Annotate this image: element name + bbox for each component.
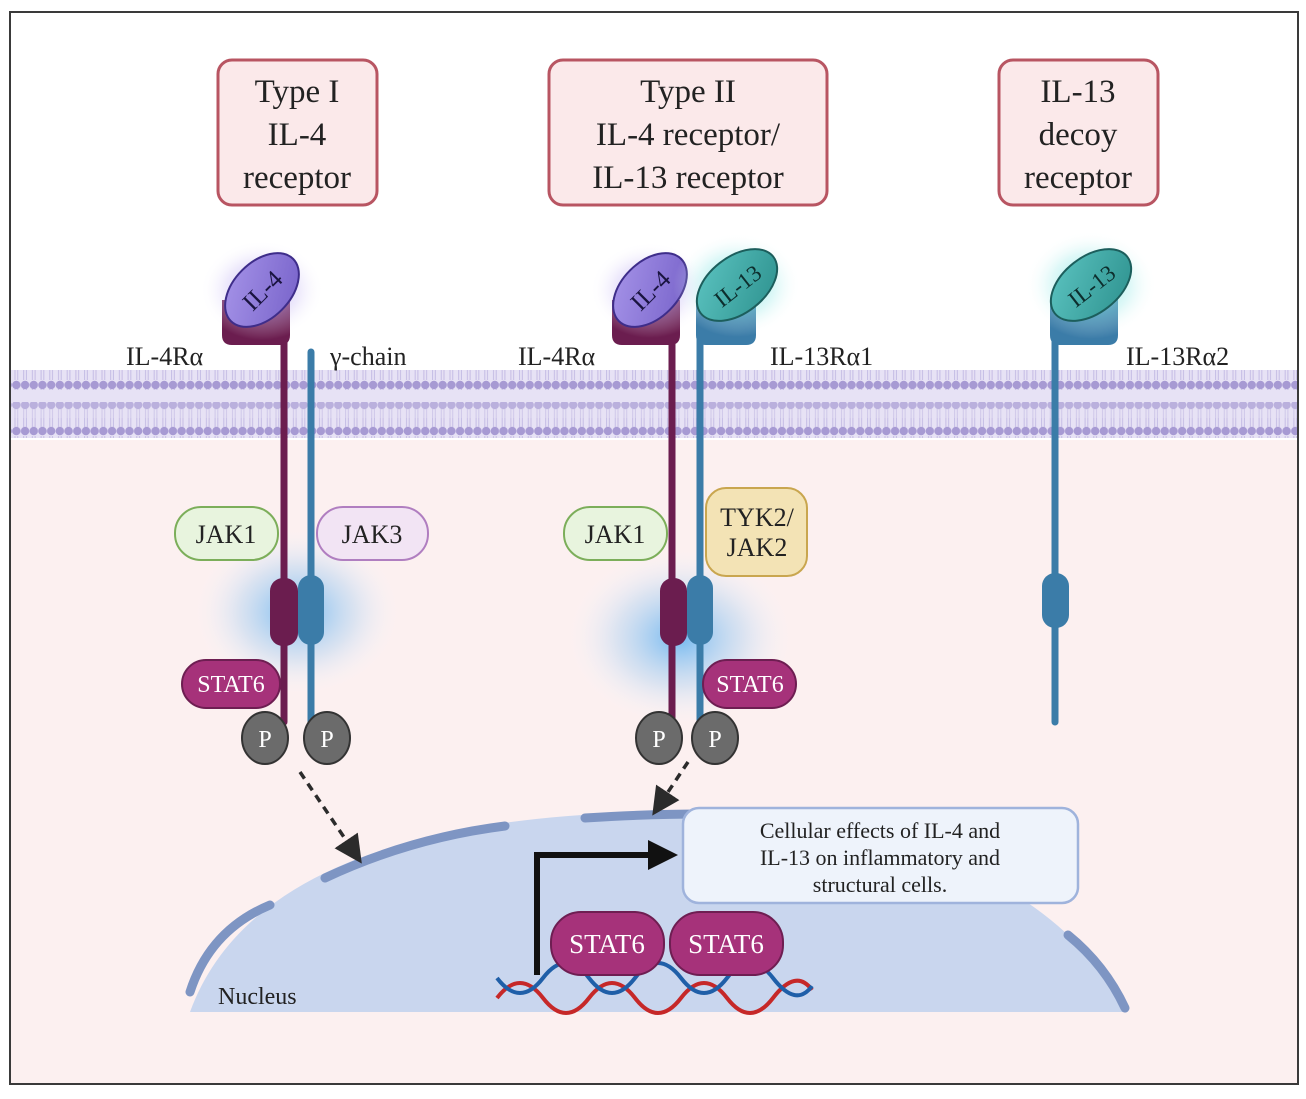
- svg-text:JAK3: JAK3: [342, 520, 403, 549]
- nuclear-envelope-segment: [1063, 930, 1130, 1013]
- gamma-chain-label: γ-chain: [329, 342, 406, 371]
- svg-text:STAT6: STAT6: [197, 672, 264, 698]
- stat6-type2: STAT6: [702, 659, 797, 709]
- phospho-p1: P: [241, 711, 289, 765]
- nuclear-envelope-segment: [320, 821, 510, 883]
- translocation-arrow: [298, 771, 362, 864]
- header-decoy-receptor: IL-13 decoy receptor: [997, 58, 1160, 207]
- svg-text:TYK2/: TYK2/: [720, 503, 794, 532]
- svg-text:decoy: decoy: [1039, 117, 1118, 153]
- cell-membrane: [11, 370, 1297, 438]
- svg-text:structural cells.: structural cells.: [813, 872, 947, 897]
- stat6-type1: STAT6: [181, 659, 281, 709]
- il13-ligand-type2: IL-13: [695, 248, 779, 322]
- svg-text:JAK1: JAK1: [585, 520, 646, 549]
- svg-text:Cellular effects of IL-4 and: Cellular effects of IL-4 and: [760, 818, 1000, 843]
- il4ra-label-type2: IL-4Rα: [518, 342, 596, 371]
- svg-text:P: P: [320, 727, 333, 753]
- svg-text:JAK2: JAK2: [727, 533, 788, 562]
- header-type1-receptor: Type I IL-4 receptor: [216, 58, 379, 207]
- jak1-type1: JAK1: [174, 506, 279, 561]
- svg-text:IL-4 receptor/: IL-4 receptor/: [596, 117, 781, 153]
- il4-ligand-type1: IL-4: [224, 252, 300, 328]
- svg-text:P: P: [708, 727, 721, 753]
- phospho-p4: P: [691, 711, 739, 765]
- nuclear-envelope-segment: [580, 809, 705, 823]
- phospho-p2: P: [303, 711, 351, 765]
- svg-text:P: P: [258, 727, 271, 753]
- svg-text:IL-13 on inflammatory and: IL-13 on inflammatory and: [760, 845, 1000, 870]
- transcription-arrow: [534, 840, 678, 975]
- svg-text:STAT6: STAT6: [688, 929, 764, 959]
- svg-text:STAT6: STAT6: [716, 672, 783, 698]
- il13ra2-label: IL-13Rα2: [1126, 342, 1229, 371]
- il13ra1-label: IL-13Rα1: [770, 342, 873, 371]
- svg-text:IL-4: IL-4: [268, 117, 327, 153]
- jak1-type2: JAK1: [563, 506, 668, 561]
- tyk2-jak2: TYK2/ JAK2: [705, 487, 808, 577]
- nucleus-label: Nucleus: [218, 984, 297, 1010]
- svg-text:JAK1: JAK1: [196, 520, 257, 549]
- svg-text:receptor: receptor: [1024, 160, 1132, 196]
- phospho-p3: P: [635, 711, 683, 765]
- svg-text:Type I: Type I: [255, 74, 340, 110]
- gamma-chain: [298, 348, 324, 726]
- svg-text:IL-13 receptor: IL-13 receptor: [592, 160, 783, 196]
- stat6-dimer-b: STAT6: [669, 911, 784, 976]
- svg-text:STAT6: STAT6: [569, 929, 645, 959]
- translocation-arrow: [652, 761, 690, 816]
- svg-text:receptor: receptor: [243, 160, 351, 196]
- nuclear-envelope-segment: [185, 900, 275, 997]
- stat6-dimer-a: STAT6: [550, 911, 665, 976]
- il4-ligand-type2: IL-4: [612, 252, 688, 328]
- svg-text:P: P: [652, 727, 665, 753]
- svg-text:Type II: Type II: [640, 74, 736, 110]
- cellular-effects-box: Cellular effects of IL-4 and IL-13 on in…: [681, 806, 1080, 905]
- jak3: JAK3: [316, 506, 429, 561]
- header-type2-receptor: Type II IL-4 receptor/ IL-13 receptor: [547, 58, 829, 207]
- svg-text:IL-13: IL-13: [1040, 74, 1115, 110]
- il4ra-label-type1: IL-4Rα: [126, 342, 204, 371]
- il13-ligand-decoy: IL-13: [1049, 248, 1133, 322]
